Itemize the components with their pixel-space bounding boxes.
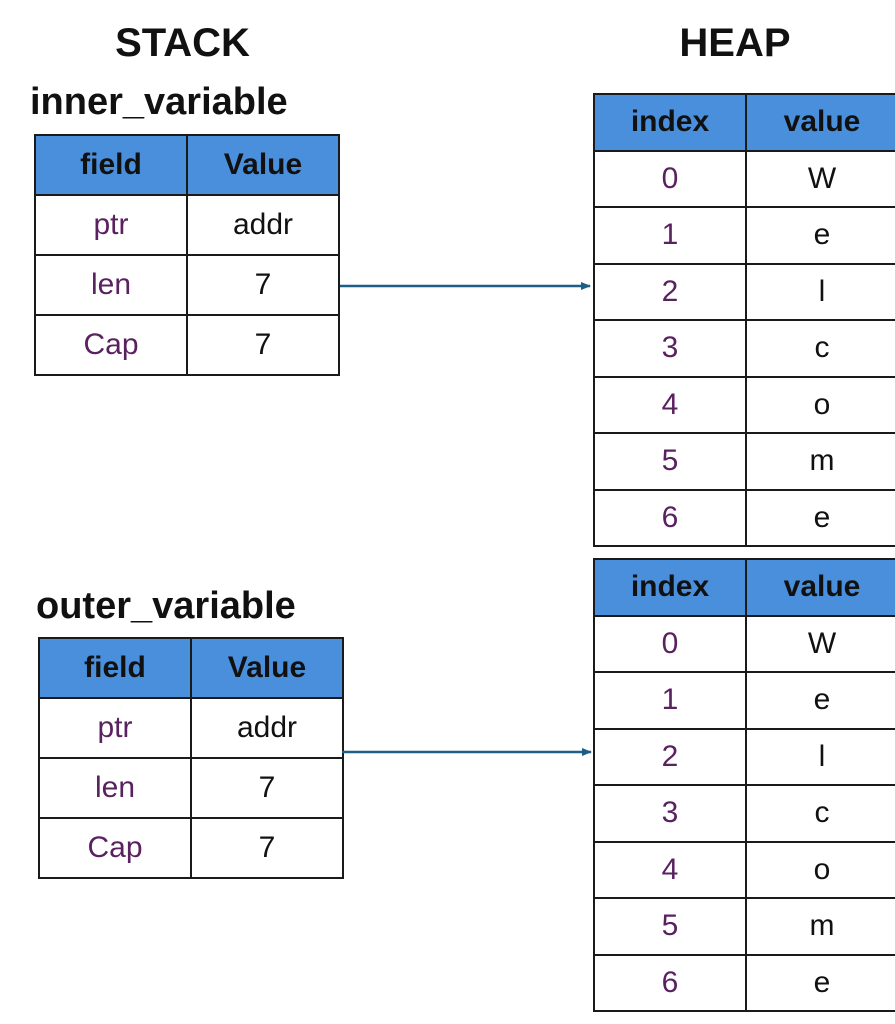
value-cell: W: [745, 149, 895, 208]
table-row: 4 o: [593, 375, 895, 434]
table-header-row: field Value: [38, 637, 344, 699]
value-cell: l: [745, 727, 895, 786]
table-row: len 7: [34, 254, 340, 316]
table-row: 5 m: [593, 897, 895, 956]
value-cell: o: [745, 375, 895, 434]
table-row: 5 m: [593, 432, 895, 491]
column-header-index: index: [593, 558, 747, 617]
index-cell: 4: [593, 375, 747, 434]
table-row: 4 o: [593, 840, 895, 899]
value-cell: m: [745, 897, 895, 956]
field-cell: len: [38, 757, 192, 819]
inner-variable-title: inner_variable: [30, 81, 288, 123]
heap-table-first: index value 0 W 1 e 2 l 3 c 4 o 5 m 6: [593, 93, 895, 547]
field-cell: ptr: [34, 194, 188, 256]
table-row: 0 W: [593, 614, 895, 673]
index-cell: 1: [593, 671, 747, 730]
column-header-value: value: [745, 93, 895, 152]
table-row: 0 W: [593, 149, 895, 208]
column-header-field: field: [34, 134, 188, 196]
heap-table-second: index value 0 W 1 e 2 l 3 c 4 o 5 m 6: [593, 558, 895, 1012]
outer-variable-title: outer_variable: [36, 585, 296, 627]
value-cell: e: [745, 206, 895, 265]
value-cell: e: [745, 671, 895, 730]
index-cell: 5: [593, 897, 747, 956]
value-cell: e: [745, 488, 895, 547]
table-row: 2 l: [593, 262, 895, 321]
table-header-row: field Value: [34, 134, 340, 196]
column-header-field: field: [38, 637, 192, 699]
table-row: ptr addr: [34, 194, 340, 256]
table-header-row: index value: [593, 93, 895, 152]
value-cell: 7: [186, 254, 340, 316]
value-cell: addr: [186, 194, 340, 256]
column-header-value: Value: [186, 134, 340, 196]
value-cell: W: [745, 614, 895, 673]
column-header-index: index: [593, 93, 747, 152]
index-cell: 0: [593, 149, 747, 208]
table-row: 3 c: [593, 784, 895, 843]
value-cell: c: [745, 784, 895, 843]
value-cell: 7: [190, 757, 344, 819]
value-cell: o: [745, 840, 895, 899]
column-header-value: value: [745, 558, 895, 617]
value-cell: e: [745, 953, 895, 1012]
index-cell: 3: [593, 319, 747, 378]
outer-variable-table: field Value ptr addr len 7 Cap 7: [38, 637, 344, 879]
table-row: len 7: [38, 757, 344, 819]
heap-heading: HEAP: [679, 21, 791, 65]
table-row: 1 e: [593, 206, 895, 265]
table-row: ptr addr: [38, 697, 344, 759]
value-cell: addr: [190, 697, 344, 759]
field-cell: ptr: [38, 697, 192, 759]
field-cell: Cap: [38, 817, 192, 879]
table-row: Cap 7: [38, 817, 344, 879]
index-cell: 6: [593, 488, 747, 547]
table-row: Cap 7: [34, 314, 340, 376]
field-cell: len: [34, 254, 188, 316]
field-cell: Cap: [34, 314, 188, 376]
index-cell: 1: [593, 206, 747, 265]
table-row: 6 e: [593, 953, 895, 1012]
index-cell: 6: [593, 953, 747, 1012]
index-cell: 4: [593, 840, 747, 899]
index-cell: 5: [593, 432, 747, 491]
index-cell: 0: [593, 614, 747, 673]
table-row: 1 e: [593, 671, 895, 730]
value-cell: l: [745, 262, 895, 321]
index-cell: 2: [593, 262, 747, 321]
index-cell: 2: [593, 727, 747, 786]
index-cell: 3: [593, 784, 747, 843]
value-cell: m: [745, 432, 895, 491]
value-cell: c: [745, 319, 895, 378]
table-row: 2 l: [593, 727, 895, 786]
stack-heading: STACK: [115, 21, 250, 65]
inner-variable-table: field Value ptr addr len 7 Cap 7: [34, 134, 340, 376]
value-cell: 7: [186, 314, 340, 376]
table-header-row: index value: [593, 558, 895, 617]
value-cell: 7: [190, 817, 344, 879]
table-row: 3 c: [593, 319, 895, 378]
table-row: 6 e: [593, 488, 895, 547]
column-header-value: Value: [190, 637, 344, 699]
